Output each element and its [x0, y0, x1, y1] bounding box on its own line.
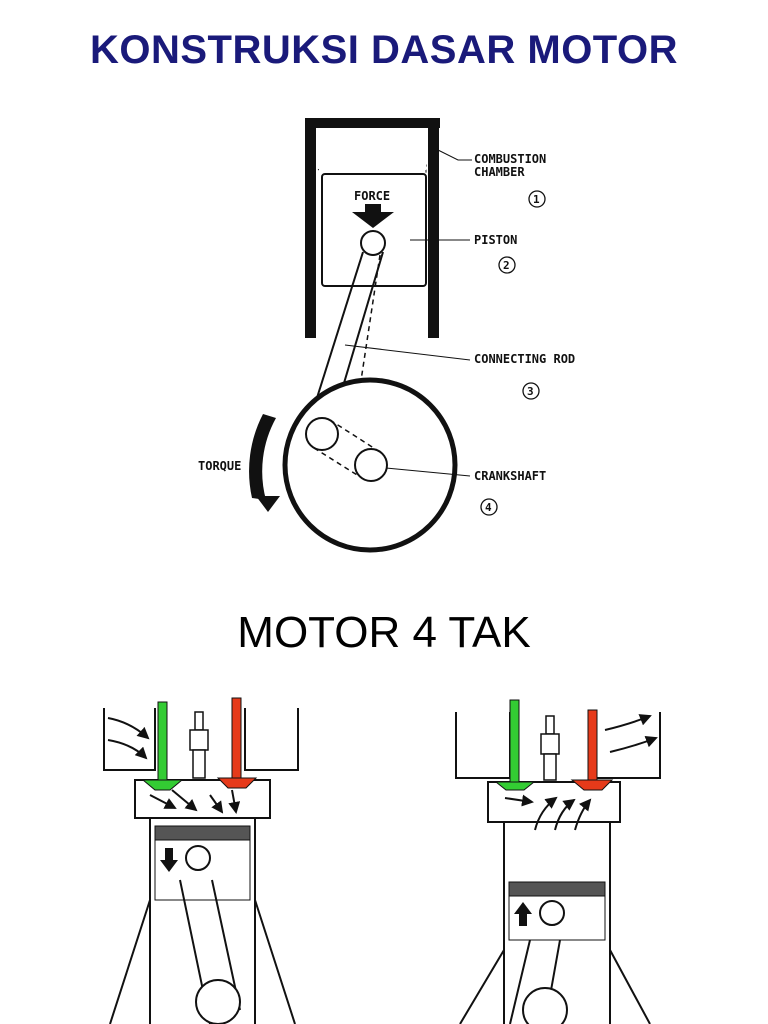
- cylinder: [305, 118, 440, 338]
- force-arrow-icon: [352, 204, 394, 228]
- combustion-chamber: [319, 130, 426, 170]
- torque-label: TORQUE: [198, 459, 241, 473]
- svg-text:1: 1: [533, 193, 540, 206]
- svg-text:COMBUSTION: COMBUSTION: [474, 152, 546, 166]
- intake-stroke-diagram: [103, 697, 299, 1024]
- exhaust-valve: [231, 697, 242, 779]
- flow-arrow-icon: [504, 714, 658, 831]
- force-label: FORCE: [354, 189, 390, 203]
- section-title: MOTOR 4 TAK: [237, 608, 531, 657]
- flow-arrow-icon: [107, 717, 241, 814]
- svg-text:PISTON: PISTON: [474, 233, 517, 247]
- part-connecting-rod: CONNECTING ROD 3: [474, 352, 575, 400]
- intake-valve: [157, 701, 168, 783]
- page-title: KONSTRUKSI DASAR MOTOR: [89, 28, 679, 72]
- svg-text:3: 3: [527, 385, 534, 398]
- crankshaft: [282, 377, 458, 553]
- svg-text:CHAMBER: CHAMBER: [474, 165, 525, 179]
- piston: [321, 173, 427, 287]
- svg-text:CONNECTING ROD: CONNECTING ROD: [474, 352, 575, 366]
- part-crankshaft: CRANKSHAFT 4: [474, 469, 546, 516]
- leader-lines: [344, 149, 472, 477]
- svg-text:CRANKSHAFT: CRANKSHAFT: [474, 469, 546, 483]
- svg-text:4: 4: [485, 501, 492, 514]
- spark-plug-icon: [540, 715, 560, 781]
- spark-plug-icon: [189, 711, 209, 779]
- compression-stroke-diagram: [455, 699, 661, 1024]
- torque-arrow-icon: [249, 414, 280, 512]
- part-piston: PISTON 2: [474, 233, 517, 274]
- part-combustion-chamber: COMBUSTION CHAMBER 1: [474, 152, 546, 208]
- svg-text:2: 2: [503, 259, 510, 272]
